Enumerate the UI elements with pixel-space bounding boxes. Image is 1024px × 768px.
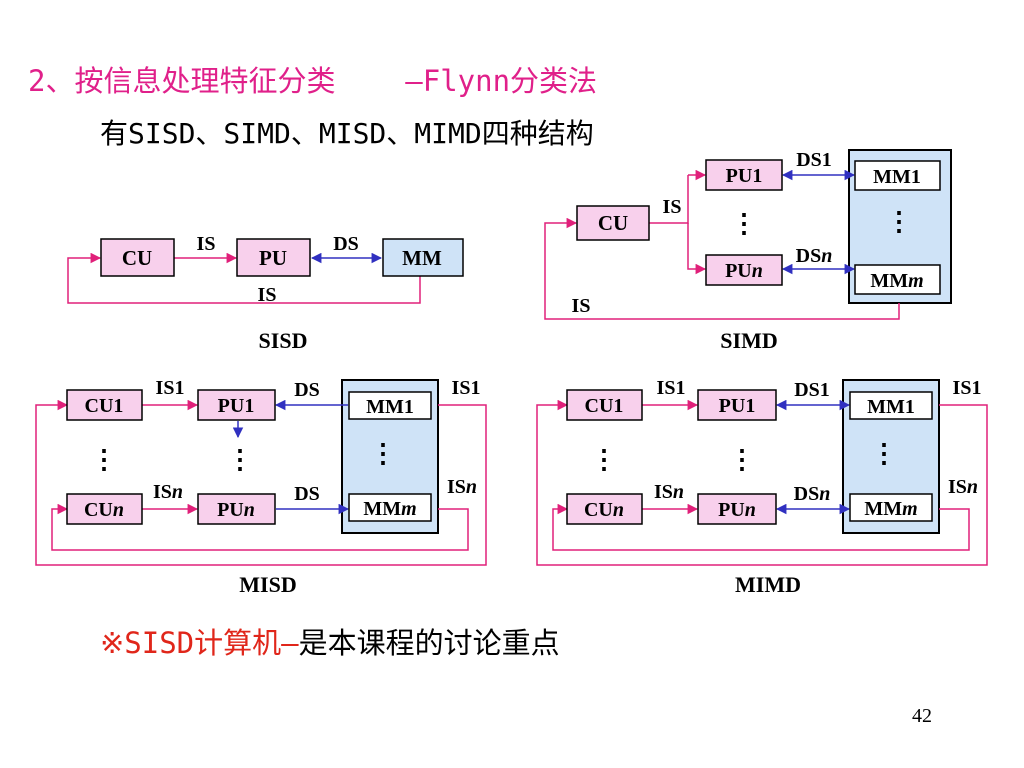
mimd-pu1-label: PU1 bbox=[719, 395, 756, 417]
mimd-is1-right-label: IS1 bbox=[953, 377, 982, 399]
simd-mmm-box bbox=[854, 264, 941, 295]
mimd-cu-dots: ⋮ bbox=[591, 445, 617, 474]
misd-mm1-label: MM1 bbox=[366, 396, 414, 418]
sisd-cu-label: CU bbox=[122, 246, 152, 270]
misd-pun-label: PUn bbox=[217, 499, 255, 521]
simd-is-arrow-pun bbox=[687, 223, 707, 275]
sisd-pu-label: PU bbox=[259, 246, 287, 270]
sisd-ds-label: DS bbox=[333, 233, 359, 255]
sisd-mm-label: MM bbox=[402, 246, 442, 270]
misd-pu1-box bbox=[197, 389, 276, 421]
misd-mm1-box bbox=[348, 391, 432, 420]
misd-mmm-label: MMm bbox=[363, 498, 416, 520]
mimd-diagram: CU1 ⋮ CUn PU1 ⋮ PUn MM1 ⋮ MMm IS1 ISn DS… bbox=[536, 377, 988, 597]
misd-pu1-label: PU1 bbox=[218, 395, 255, 417]
mimd-loop-inner bbox=[552, 503, 970, 551]
mimd-is1-label: IS1 bbox=[657, 377, 686, 399]
misd-caption: MISD bbox=[239, 572, 296, 597]
mimd-mm1-label: MM1 bbox=[867, 396, 915, 418]
simd-mmm-label: MMm bbox=[870, 270, 923, 292]
simd-ds1-label: DS1 bbox=[796, 149, 832, 171]
note-line: ※SISD计算机—是本课程的讨论重点 bbox=[100, 620, 560, 662]
misd-isn-right-label: ISn bbox=[447, 476, 477, 498]
sisd-pu-box bbox=[236, 238, 311, 277]
misd-ds-top-label: DS bbox=[294, 379, 320, 401]
misd-pu-dots: ⋮ bbox=[227, 445, 253, 474]
mimd-mmm-label: MMm bbox=[864, 498, 917, 520]
page-title: 2、按信息处理特征分类 —Flynn分类法 bbox=[28, 64, 598, 98]
mimd-isn-label: ISn bbox=[654, 481, 684, 503]
simd-pu1-box bbox=[705, 159, 783, 191]
sisd-feedback-line bbox=[67, 252, 421, 304]
mimd-isn-right-label: ISn bbox=[948, 476, 978, 498]
mimd-pun-label: PUn bbox=[718, 499, 756, 521]
mimd-pun-box bbox=[697, 493, 777, 525]
misd-cun-label: CUn bbox=[84, 499, 124, 521]
page-number: 42 bbox=[912, 705, 932, 727]
mimd-cu1-label: CU1 bbox=[585, 395, 624, 417]
mimd-cun-box bbox=[566, 493, 643, 525]
misd-isn-label: ISn bbox=[153, 481, 183, 503]
mimd-cu1-box bbox=[566, 389, 643, 421]
misd-mmm-box bbox=[348, 493, 432, 522]
simd-is-bottom-label: IS bbox=[572, 295, 591, 317]
simd-pun-box bbox=[705, 254, 783, 286]
simd-caption: SIMD bbox=[720, 328, 777, 353]
misd-cu-dots: ⋮ bbox=[91, 445, 117, 474]
note-highlight: ※SISD计算机— bbox=[100, 626, 299, 660]
sisd-mm-box bbox=[382, 238, 464, 277]
misd-diagram: CU1 ⋮ CUn PU1 ⋮ PUn MM1 ⋮ MMm IS1 ISn DS… bbox=[35, 377, 487, 597]
simd-pu1-label: PU1 bbox=[726, 165, 763, 187]
misd-loop-outer bbox=[35, 399, 487, 566]
mimd-cun-label: CUn bbox=[584, 499, 624, 521]
simd-cu-label: CU bbox=[598, 211, 628, 235]
simd-mm1-label: MM1 bbox=[873, 166, 921, 188]
misd-loop-inner bbox=[51, 503, 469, 551]
mimd-mm1-box bbox=[849, 391, 933, 420]
note-text: 是本课程的讨论重点 bbox=[298, 626, 560, 660]
page-subtitle: 有SISD、SIMD、MISD、MIMD四种结构 bbox=[100, 117, 594, 150]
sisd-caption: SISD bbox=[259, 328, 308, 353]
simd-dsn-label: DSn bbox=[796, 245, 833, 267]
sisd-is-label: IS bbox=[197, 233, 216, 255]
simd-pu-dots: ⋮ bbox=[731, 209, 757, 238]
mimd-mmm-box bbox=[849, 493, 933, 522]
simd-mm1-box bbox=[854, 160, 941, 191]
simd-cu-box bbox=[576, 205, 650, 241]
simd-pun-label: PUn bbox=[725, 260, 763, 282]
sisd-diagram: CU PU MM IS DS IS SISD bbox=[67, 233, 464, 353]
mimd-caption: MIMD bbox=[735, 572, 801, 597]
misd-ds-bottom-label: DS bbox=[294, 483, 320, 505]
mimd-ds1-label: DS1 bbox=[794, 379, 830, 401]
sisd-is-bottom-label: IS bbox=[258, 284, 277, 306]
simd-diagram: CU PU1 ⋮ PUn MM1 ⋮ MMm IS DS1 DSn IS SIM… bbox=[544, 149, 952, 353]
simd-feedback-line bbox=[544, 217, 900, 320]
simd-is-label: IS bbox=[663, 196, 682, 218]
misd-pun-box bbox=[197, 493, 276, 525]
misd-is1-right-label: IS1 bbox=[452, 377, 481, 399]
mimd-loop-outer bbox=[536, 399, 988, 566]
sisd-cu-box bbox=[100, 238, 175, 277]
mimd-pu-dots: ⋮ bbox=[729, 445, 755, 474]
misd-cun-box bbox=[66, 493, 143, 525]
misd-cu1-box bbox=[66, 389, 143, 421]
misd-cu1-label: CU1 bbox=[85, 395, 124, 417]
mimd-mm-dots: ⋮ bbox=[871, 439, 897, 468]
misd-is1-label: IS1 bbox=[156, 377, 185, 399]
mimd-dsn-label: DSn bbox=[794, 483, 831, 505]
mimd-pu1-box bbox=[697, 389, 777, 421]
simd-mm-dots: ⋮ bbox=[886, 207, 912, 236]
misd-mm-dots: ⋮ bbox=[370, 439, 396, 468]
